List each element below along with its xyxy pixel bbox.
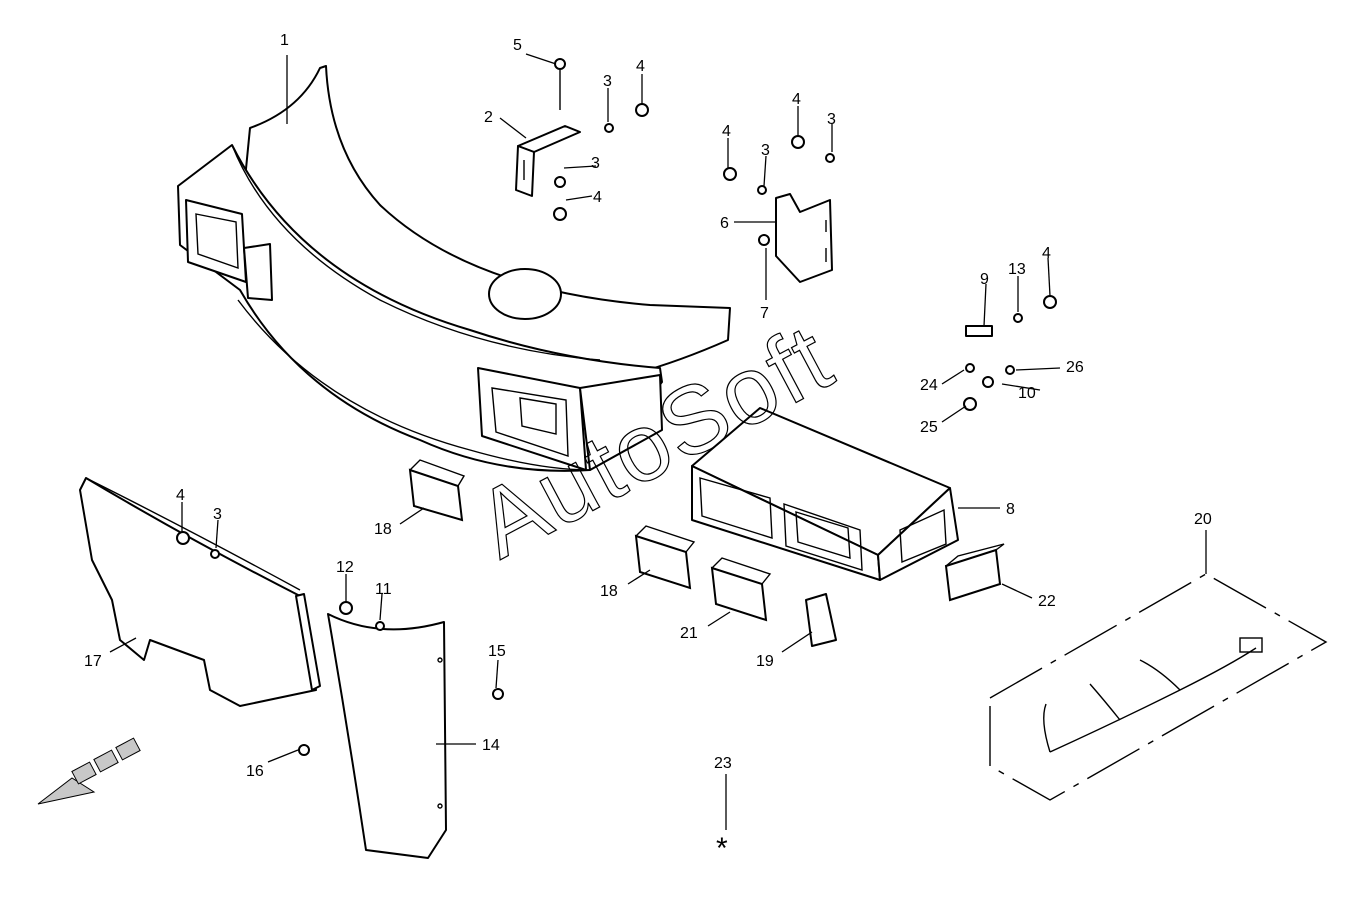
callout-19: 19: [756, 653, 774, 670]
callout-5: 5: [513, 37, 522, 54]
callout-18: 18: [600, 583, 618, 600]
asterisk-symbol: *: [716, 832, 728, 865]
hood-panel[interactable]: [177, 65, 731, 472]
callout-15: 15: [488, 643, 506, 660]
callout-3: 3: [213, 506, 222, 523]
wiring-harness-20[interactable]: [989, 573, 1328, 801]
callout-22: 22: [1038, 593, 1056, 610]
callout-2: 2: [484, 109, 493, 126]
callout-4: 4: [593, 189, 602, 206]
callout-16: 16: [246, 763, 264, 780]
callout-4: 4: [636, 58, 645, 75]
callout-4: 4: [722, 123, 731, 140]
callout-6: 6: [720, 215, 729, 232]
callout-3: 3: [761, 142, 770, 159]
leader-lines: [109, 53, 1207, 830]
bracket-6[interactable]: [775, 193, 833, 283]
lamp-18-upper[interactable]: [408, 459, 466, 522]
direction-arrow: [37, 737, 141, 805]
callout-10: 10: [1018, 385, 1036, 402]
callout-21: 21: [680, 625, 698, 642]
bracket-2[interactable]: [515, 125, 581, 197]
callout-4: 4: [1042, 245, 1051, 262]
callout-8: 8: [1006, 501, 1015, 518]
lamp-21[interactable]: [710, 557, 772, 622]
callout-12: 12: [336, 559, 354, 576]
hardware-fasteners: [176, 58, 1057, 756]
callout-25: 25: [920, 419, 938, 436]
right-cover-panel[interactable]: [327, 613, 447, 859]
left-cover-panel[interactable]: [79, 477, 321, 707]
callout-24: 24: [920, 377, 938, 394]
lamp-18-lower[interactable]: [634, 525, 696, 590]
callout-7: 7: [760, 305, 769, 322]
callout-14: 14: [482, 737, 500, 754]
callout-20: 20: [1194, 511, 1212, 528]
callout-11: 11: [375, 581, 392, 598]
callout-26: 26: [1066, 359, 1084, 376]
callout-3: 3: [603, 73, 612, 90]
callout-3: 3: [827, 111, 836, 128]
light-housing[interactable]: [691, 407, 959, 581]
callout-13: 13: [1008, 261, 1026, 278]
lamp-22[interactable]: [944, 543, 1005, 602]
callout-4: 4: [792, 91, 801, 108]
callout-17: 17: [84, 653, 102, 670]
marker-lamp-19[interactable]: [805, 593, 837, 647]
callout-labels: 1 2 3 3 3 3 3 4 4 4 4 4 4 5 6 7 8 9 10 1…: [84, 32, 1212, 865]
callout-1: 1: [280, 32, 289, 49]
callout-4: 4: [176, 487, 185, 504]
callout-3: 3: [591, 155, 600, 172]
callout-23: 23: [714, 755, 732, 772]
callout-9: 9: [980, 271, 989, 288]
callout-18: 18: [374, 521, 392, 538]
